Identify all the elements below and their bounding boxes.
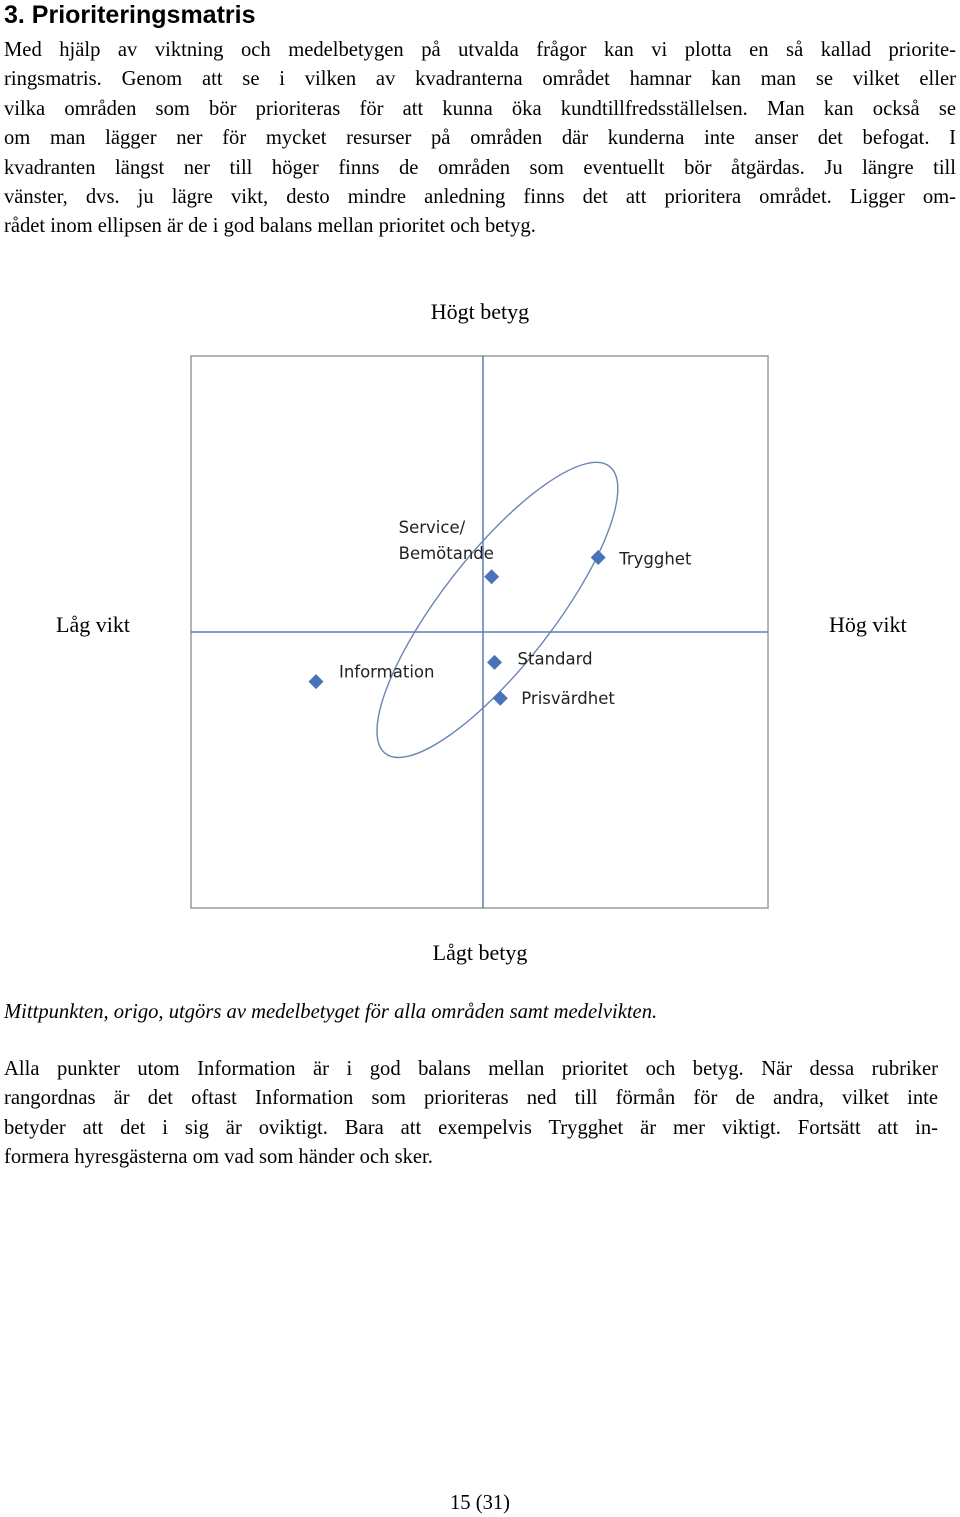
data-point: Standard	[487, 649, 593, 670]
chart-caption: Mittpunkten, origo, utgörs av medelbetyg…	[4, 1001, 658, 1023]
conclusion-line: Alla punkter utom Information är i god b…	[4, 1058, 938, 1080]
point-marker	[484, 569, 500, 585]
conclusion-line: betyder att det i sig är oviktigt. Bara …	[4, 1116, 938, 1139]
axis-label-top: Högt betyg	[430, 299, 530, 324]
page-number: 15 (31)	[449, 1492, 511, 1514]
point-marker	[487, 654, 503, 670]
point-label: Service/	[399, 518, 466, 537]
point-marker	[308, 674, 324, 690]
balance-ellipse	[376, 461, 619, 759]
point-label: Information	[339, 663, 435, 682]
axis-label-right: Hög vikt	[829, 612, 907, 637]
intro-line: Med hjälp av viktning och medelbetygen p…	[4, 39, 956, 61]
point-marker	[492, 690, 508, 706]
intro-line: kvadranten längst ner till höger finns d…	[4, 156, 956, 179]
conclusion-line: formera hyresgästerna om vad som händer …	[4, 1146, 433, 1169]
intro-line: ringsmatris. Genom att se i vilken av kv…	[4, 68, 956, 91]
point-label: Bemötande	[399, 544, 494, 563]
section-heading: 3. Prioriteringsmatris	[4, 1, 256, 29]
point-label: Standard	[518, 649, 593, 668]
data-point: Information	[308, 663, 434, 690]
axis-label-bottom: Lågt betyg	[432, 940, 528, 965]
intro-paragraph: Med hjälp av viktning och medelbetygen p…	[4, 36, 956, 242]
intro-line: om man lägger ner för mycket resurser på…	[4, 127, 956, 150]
conclusion-paragraph: Alla punkter utom Information är i god b…	[4, 1055, 938, 1173]
conclusion-line: rangordnas är det oftast Information som…	[4, 1087, 938, 1110]
data-point: Service/Bemötande	[399, 518, 500, 585]
data-point: Trygghet	[590, 549, 692, 568]
data-point: Prisvärdhet	[492, 689, 615, 708]
intro-line: rådet inom ellipsen är de i god balans m…	[4, 215, 536, 238]
intro-line: vilka områden som bör prioriteras för at…	[4, 97, 956, 120]
point-label: Prisvärdhet	[521, 689, 615, 708]
axis-label-left: Låg vikt	[56, 612, 130, 637]
intro-line: vänster, dvs. ju lägre vikt, desto mindr…	[4, 186, 956, 209]
point-label: Trygghet	[618, 549, 692, 568]
point-marker	[590, 549, 606, 565]
